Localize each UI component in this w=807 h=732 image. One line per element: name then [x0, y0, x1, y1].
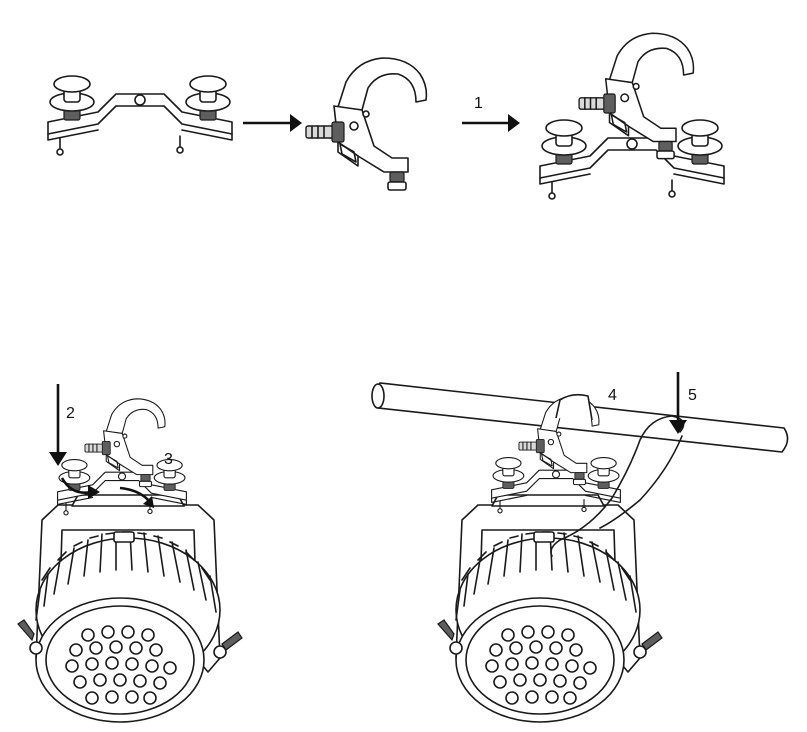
omega-bracket: [47, 75, 233, 156]
clamp-hook-on-pipe: [555, 393, 593, 421]
step-3-label: 3: [164, 451, 173, 468]
arrow-step-1: [462, 114, 520, 132]
step-2-label: 2: [66, 405, 75, 422]
arrow-step-2: [49, 384, 67, 466]
hook-clamp: [305, 57, 428, 191]
arrow-step-3-rotation: [60, 477, 154, 508]
step-1-label: 1: [474, 95, 483, 112]
arrow-step-5: [669, 372, 687, 434]
safety-cable: [550, 415, 685, 557]
step-5-label: 5: [688, 387, 697, 404]
clamp-bracket-assembly: [540, 33, 724, 199]
fixture-left: [17, 494, 243, 723]
fixture-right: [437, 494, 663, 723]
arrow-bracket-to-clamp: [243, 114, 302, 132]
step-4-label: 4: [608, 387, 617, 404]
